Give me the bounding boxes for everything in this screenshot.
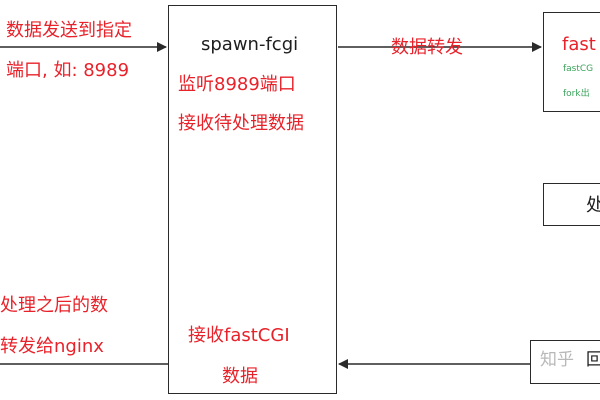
left-top-label-line2: 端口, 如: 8989 — [6, 60, 130, 81]
spawn-box-bottom-line1: 接收fastCGI — [188, 325, 290, 346]
return-box-label: 回 — [586, 350, 600, 370]
fastcgi-box-sub2: fork出 — [563, 89, 590, 99]
left-top-label-line1: 数据发送到指定 — [6, 20, 132, 41]
spawn-box-line2: 接收待处理数据 — [178, 113, 304, 134]
left-bottom-label-line1: 处理之后的数 — [0, 295, 108, 316]
forward-label: 数据转发 — [391, 37, 463, 58]
spawn-box-line1: 监听8989端口 — [178, 74, 296, 95]
left-bottom-label-line2: 转发给nginx — [0, 336, 104, 357]
zhihu-watermark: 知乎 — [540, 350, 574, 370]
return-box — [530, 340, 600, 384]
spawn-box-bottom-line2: 数据 — [222, 366, 258, 387]
fastcgi-box-title: fast — [562, 34, 596, 55]
spawn-box-title: spawn-fcgi — [201, 34, 299, 55]
spawn-fcgi-box — [168, 5, 337, 394]
fastcgi-box — [543, 12, 600, 112]
process-box-label: 处 — [586, 195, 600, 216]
fastcgi-box-sub1: fastCG — [563, 64, 594, 74]
process-box — [543, 183, 600, 226]
